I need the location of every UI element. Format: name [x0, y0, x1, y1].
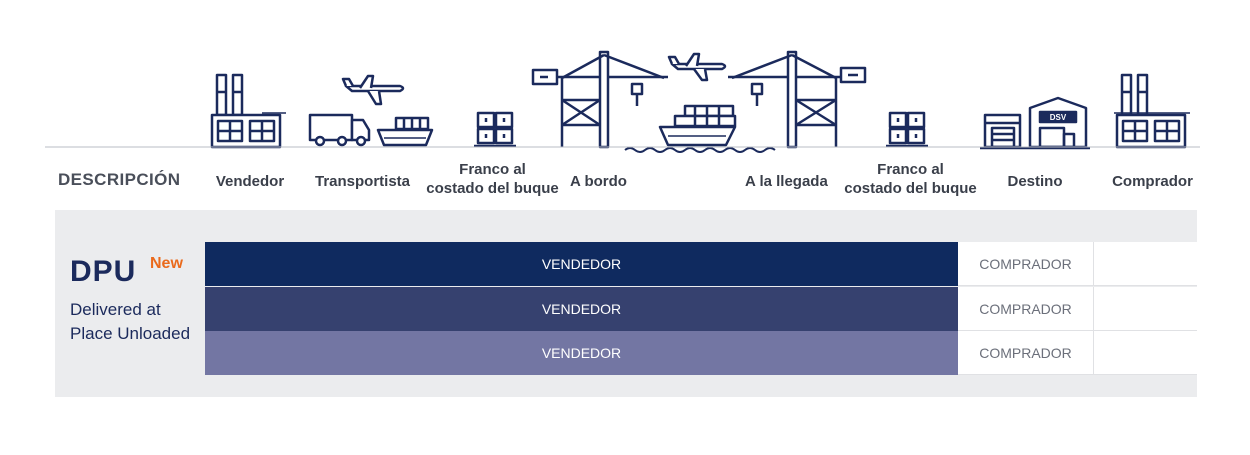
seller-bar: VENDEDOR — [205, 331, 958, 375]
carrier-airplane-icon — [341, 74, 405, 106]
water-waves-icon — [624, 147, 776, 153]
responsibility-row: VENDEDOR COMPRADOR — [205, 331, 1197, 375]
carrier-truck-icon — [308, 113, 371, 147]
seller-bar: VENDEDOR — [205, 242, 958, 286]
buyer-factory-icon — [1114, 73, 1190, 149]
empty-cell — [1093, 331, 1197, 375]
incoterm-name: Delivered at Place Unloaded — [70, 300, 191, 343]
column-label-carrier: Transportista — [314, 173, 411, 190]
buyer-cell: COMPRADOR — [958, 242, 1093, 286]
responsibility-row: VENDEDOR COMPRADOR — [205, 242, 1197, 286]
seller-factory-icon — [210, 73, 286, 149]
column-label-fas-origin: Franco al costado del buque — [426, 161, 559, 197]
empty-cell — [1093, 242, 1197, 286]
column-label-destination: Destino — [1007, 173, 1063, 190]
process-icons-strip: DSV — [45, 50, 1200, 153]
central-airplane-icon — [667, 52, 727, 82]
fas-pallet-icon — [474, 111, 516, 148]
empty-cell — [1093, 287, 1197, 331]
seller-bar: VENDEDOR — [205, 287, 958, 331]
incoterm-code: DPU — [70, 255, 137, 288]
container-ship-icon — [658, 104, 737, 147]
buyer-cell: COMPRADOR — [958, 287, 1093, 331]
new-badge: New — [150, 255, 183, 272]
warehouse-sign: DSV — [1050, 113, 1067, 122]
buyer-cell: COMPRADOR — [958, 331, 1093, 375]
arrival-pallet-icon — [886, 111, 928, 148]
right-crane-icon — [728, 50, 867, 149]
responsibility-row: VENDEDOR COMPRADOR — [205, 287, 1197, 331]
column-label-on-board: A bordo — [570, 173, 627, 190]
description-label: DESCRIPCIÓN — [58, 170, 181, 189]
left-crane-icon — [531, 50, 668, 149]
column-label-on-arrival: A la llegada — [745, 173, 828, 190]
column-label-seller: Vendedor — [215, 173, 285, 190]
destination-warehouse-icon — [980, 96, 1090, 150]
column-label-buyer: Comprador — [1112, 173, 1193, 190]
carrier-ship-icon — [376, 116, 434, 147]
column-label-fas-destination: Franco al costado del buque — [844, 161, 977, 197]
